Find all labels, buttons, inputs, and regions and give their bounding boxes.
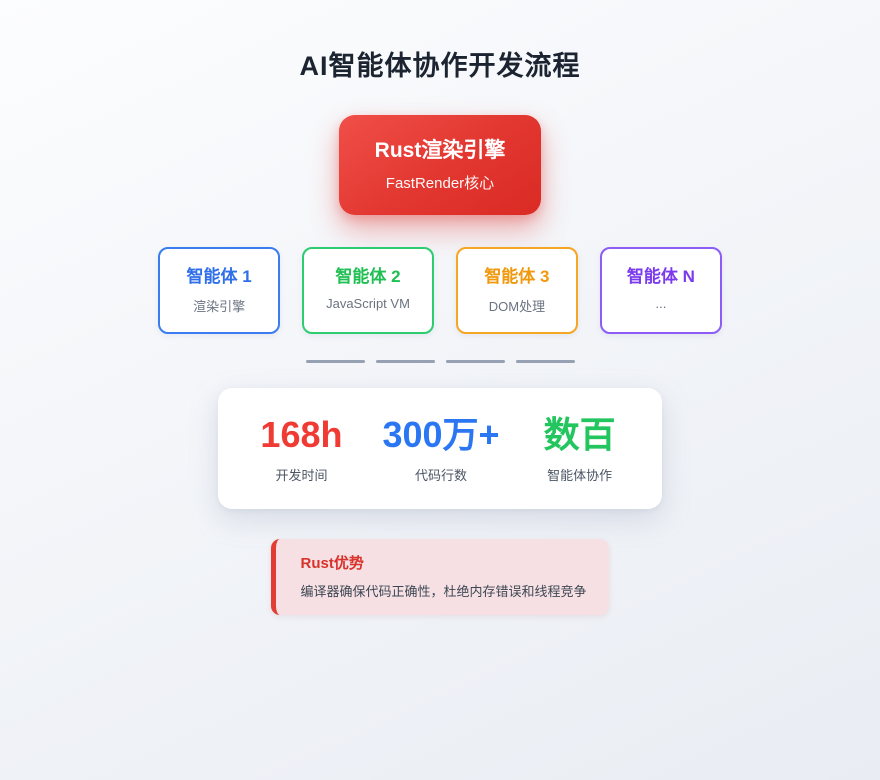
advantage-title: Rust优势 (300, 555, 364, 573)
dash-segment (375, 360, 435, 364)
stat-label: 代码行数 (415, 468, 468, 484)
stats-card: 168h 开发时间 300万+ 代码行数 数百 智能体协作 (218, 388, 662, 510)
root-node-subtitle: FastRender核心 (385, 175, 495, 193)
advantage-description: 编译器确保代码正确性，杜绝内存错误和线程竞争 (300, 584, 587, 600)
stat-value: 168h (260, 414, 343, 456)
agent-title: 智能体 3 (484, 267, 550, 287)
stat-dev-time: 168h 开发时间 (260, 415, 342, 484)
agent-card-2: 智能体 2 JavaScript VM (302, 247, 434, 335)
rust-advantage-callout: Rust优势 编译器确保代码正确性，杜绝内存错误和线程竞争 (271, 539, 609, 616)
agent-card-n: 智能体 N ... (599, 247, 722, 335)
page-title: AI智能体协作开发流程 (299, 51, 581, 81)
dash-segment (515, 360, 575, 364)
agent-subtitle: DOM处理 (488, 299, 546, 315)
stat-label: 智能体协作 (547, 468, 613, 484)
agent-title: 智能体 2 (335, 267, 401, 287)
root-node-rust-engine: Rust渲染引擎 FastRender核心 (338, 115, 542, 216)
root-node-title: Rust渲染引擎 (374, 139, 506, 162)
dash-segment (305, 360, 365, 364)
stat-value: 300万+ (382, 414, 500, 456)
agent-subtitle: 渲染引擎 (193, 299, 246, 315)
agents-row: 智能体 1 渲染引擎 智能体 2 JavaScript VM 智能体 3 DOM… (158, 247, 722, 335)
agent-subtitle: ... (655, 296, 667, 312)
dash-segment (445, 360, 505, 364)
stat-code-lines: 300万+ 代码行数 (382, 415, 499, 484)
stat-value: 数百 (543, 414, 616, 456)
connector-dashed-line (305, 360, 575, 364)
agent-title: 智能体 N (626, 267, 695, 287)
agent-card-1: 智能体 1 渲染引擎 (158, 247, 281, 335)
stat-label: 开发时间 (275, 468, 328, 484)
agent-title: 智能体 1 (186, 267, 252, 287)
agent-subtitle: JavaScript VM (326, 296, 410, 312)
stat-agent-count: 数百 智能体协作 (540, 415, 620, 484)
agent-card-3: 智能体 3 DOM处理 (455, 247, 578, 335)
